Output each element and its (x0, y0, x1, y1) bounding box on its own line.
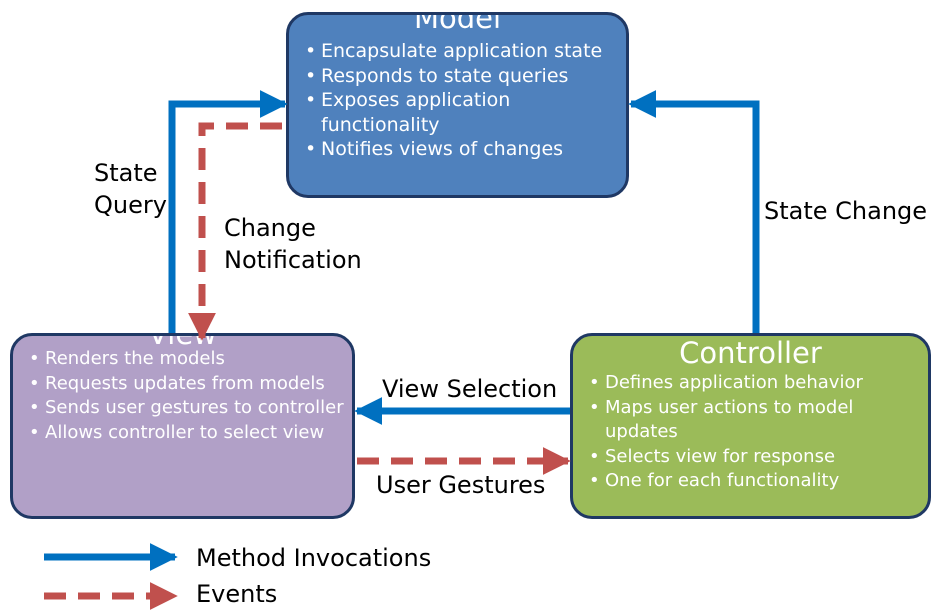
state-query-arrow (168, 90, 288, 333)
model-bullet: Exposes application functionality (305, 88, 618, 137)
state-query-label: State Query (94, 159, 167, 219)
state-change-arrow (628, 90, 760, 333)
state-change-label: State Change (764, 197, 928, 225)
legend-events-label: Events (196, 580, 278, 608)
controller-bullet: Maps user actions to model updates (589, 396, 920, 445)
user-gestures-label: User Gestures (376, 471, 546, 499)
view-bullet: Sends user gestures to controller (29, 396, 344, 421)
controller-bullet: Defines application behavior (589, 371, 920, 396)
model-bullet: Responds to state queries (305, 64, 618, 89)
change-notification-arrow (188, 122, 282, 341)
controller-box: Controller Defines application behavior … (570, 333, 931, 519)
view-bullet-list: Renders the models Requests updates from… (29, 347, 344, 445)
view-bullet: Allows controller to select view (29, 421, 344, 446)
controller-bullet-list: Defines application behavior Maps user a… (589, 371, 920, 494)
model-box: Model Encapsulate application state Resp… (286, 12, 629, 198)
view-bullet: Renders the models (29, 347, 344, 372)
model-bullet-list: Encapsulate application state Responds t… (305, 39, 618, 162)
controller-bullet: One for each functionality (589, 469, 920, 494)
controller-title: Controller (679, 336, 822, 370)
change-notification-label: Change Notification (224, 214, 362, 274)
view-box: View Renders the models Requests updates… (10, 333, 355, 519)
legend-method-invocations-label: Method Invocations (196, 544, 432, 572)
model-bullet: Notifies views of changes (305, 137, 618, 162)
view-bullet: Requests updates from models (29, 372, 344, 397)
model-title: Model (413, 12, 502, 35)
controller-bullet: Selects view for response (589, 445, 920, 470)
view-selection-label: View Selection (382, 375, 558, 403)
model-bullet: Encapsulate application state (305, 39, 618, 64)
